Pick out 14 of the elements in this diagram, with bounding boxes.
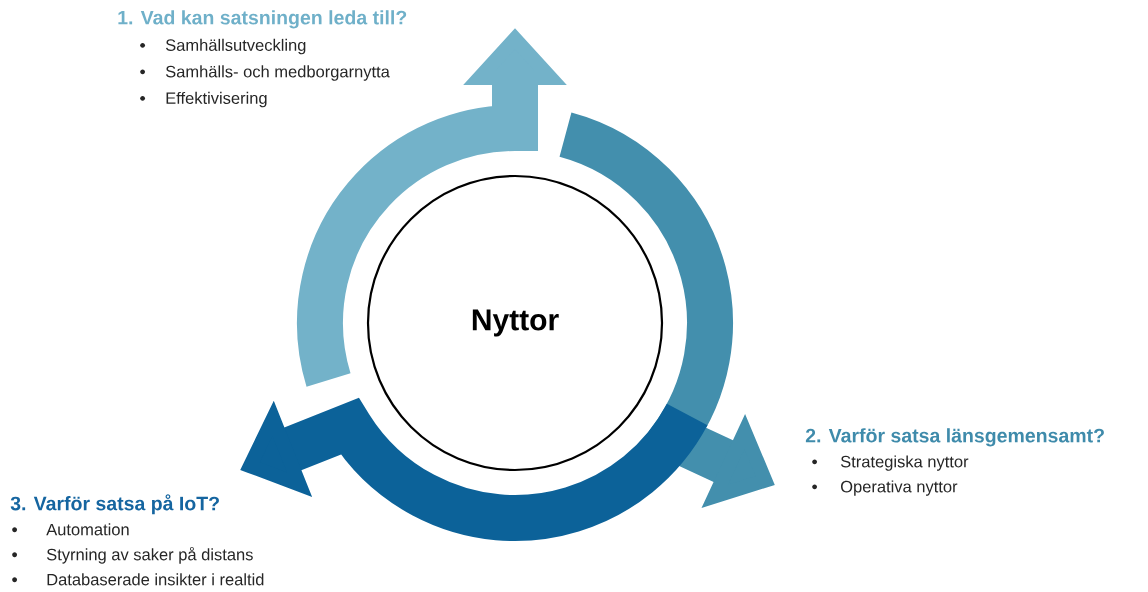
node-label: Samhälls- och medborgarnytta: [165, 65, 390, 81]
question-with-list: 1. Vad kan satsningen leda till? Samhällsutveckling Samhälls- och medborgarnytta Effektivisering: [118, 10, 407, 108]
node-label: Databaserade insikter i realtid: [47, 573, 264, 586]
node-label: Strategiska nyttor: [840, 455, 969, 471]
node-label: Operativa nyttor: [840, 480, 958, 496]
node-label: Effektivisering: [166, 91, 267, 108]
node-label: 1. Vad kan satsningen leda till?: [118, 10, 407, 29]
node-label: Styrning av saker på distans: [46, 546, 253, 564]
question-with-list: 2. Varför satsa länsgemensamt? Strategiska nyttor Operativa nyttor: [805, 428, 1104, 496]
node-label: Samhällsutveckling: [165, 38, 306, 55]
question-with-list: 3. Varför satsa på IoT? Automation Styrning av saker på distans Databaserade insikter i realtid: [10, 494, 264, 586]
node-label: Automation: [46, 523, 129, 536]
node-label: 3. Varför satsa på IoT?: [10, 494, 219, 515]
node-label: 2. Varför satsa länsgemensamt?: [805, 428, 1104, 447]
